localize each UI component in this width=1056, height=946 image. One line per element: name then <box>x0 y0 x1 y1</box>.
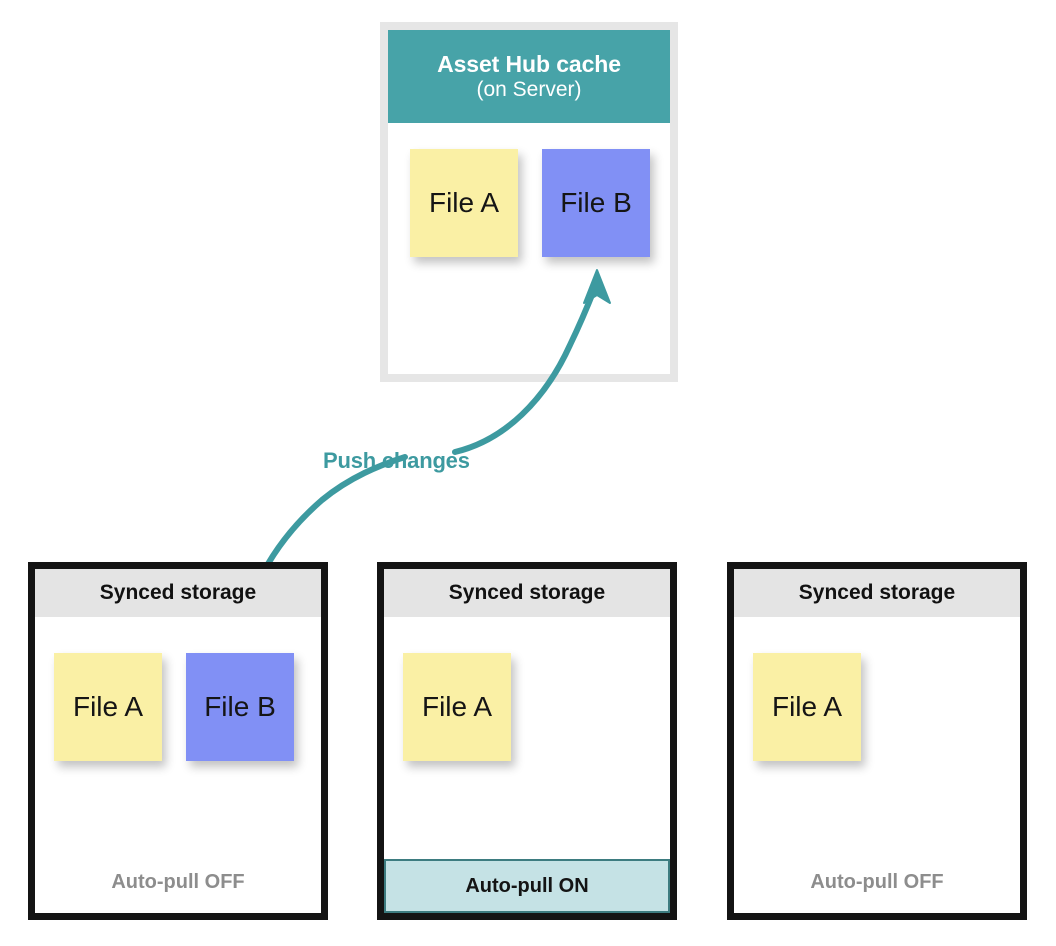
synced-storage-body-3: File A Auto-pull OFF <box>734 617 1020 913</box>
asset-hub-cache-subtitle: (on Server) <box>476 77 582 101</box>
push-changes-label: Push changes <box>323 448 470 473</box>
auto-pull-status-3: Auto-pull OFF <box>810 870 944 893</box>
file-card-a[interactable]: File A <box>403 653 511 761</box>
synced-storage-body-2: File A Auto-pull ON <box>384 617 670 913</box>
synced-storage-header-2: Synced storage <box>384 569 670 617</box>
synced-storage-box-1: Synced storage File A File B Auto-pull O… <box>28 562 328 920</box>
asset-hub-cache-title: Asset Hub cache <box>437 50 621 77</box>
auto-pull-status-2: Auto-pull ON <box>384 859 670 913</box>
file-card-a[interactable]: File A <box>410 149 518 257</box>
file-card-a[interactable]: File A <box>753 653 861 761</box>
file-card-b[interactable]: File B <box>186 653 294 761</box>
auto-pull-status-1: Auto-pull OFF <box>111 870 245 893</box>
synced-storage-header-3: Synced storage <box>734 569 1020 617</box>
asset-hub-cache-body: File A File B <box>388 123 670 374</box>
asset-hub-cache-panel: Asset Hub cache (on Server) File A File … <box>380 22 678 382</box>
asset-hub-cache-header: Asset Hub cache (on Server) <box>388 30 670 123</box>
file-card-a[interactable]: File A <box>54 653 162 761</box>
file-card-b[interactable]: File B <box>542 149 650 257</box>
synced-storage-box-3: Synced storage File A Auto-pull OFF <box>727 562 1027 920</box>
synced-storage-body-1: File A File B Auto-pull OFF <box>35 617 321 913</box>
synced-storage-header-1: Synced storage <box>35 569 321 617</box>
synced-storage-box-2: Synced storage File A Auto-pull ON <box>377 562 677 920</box>
